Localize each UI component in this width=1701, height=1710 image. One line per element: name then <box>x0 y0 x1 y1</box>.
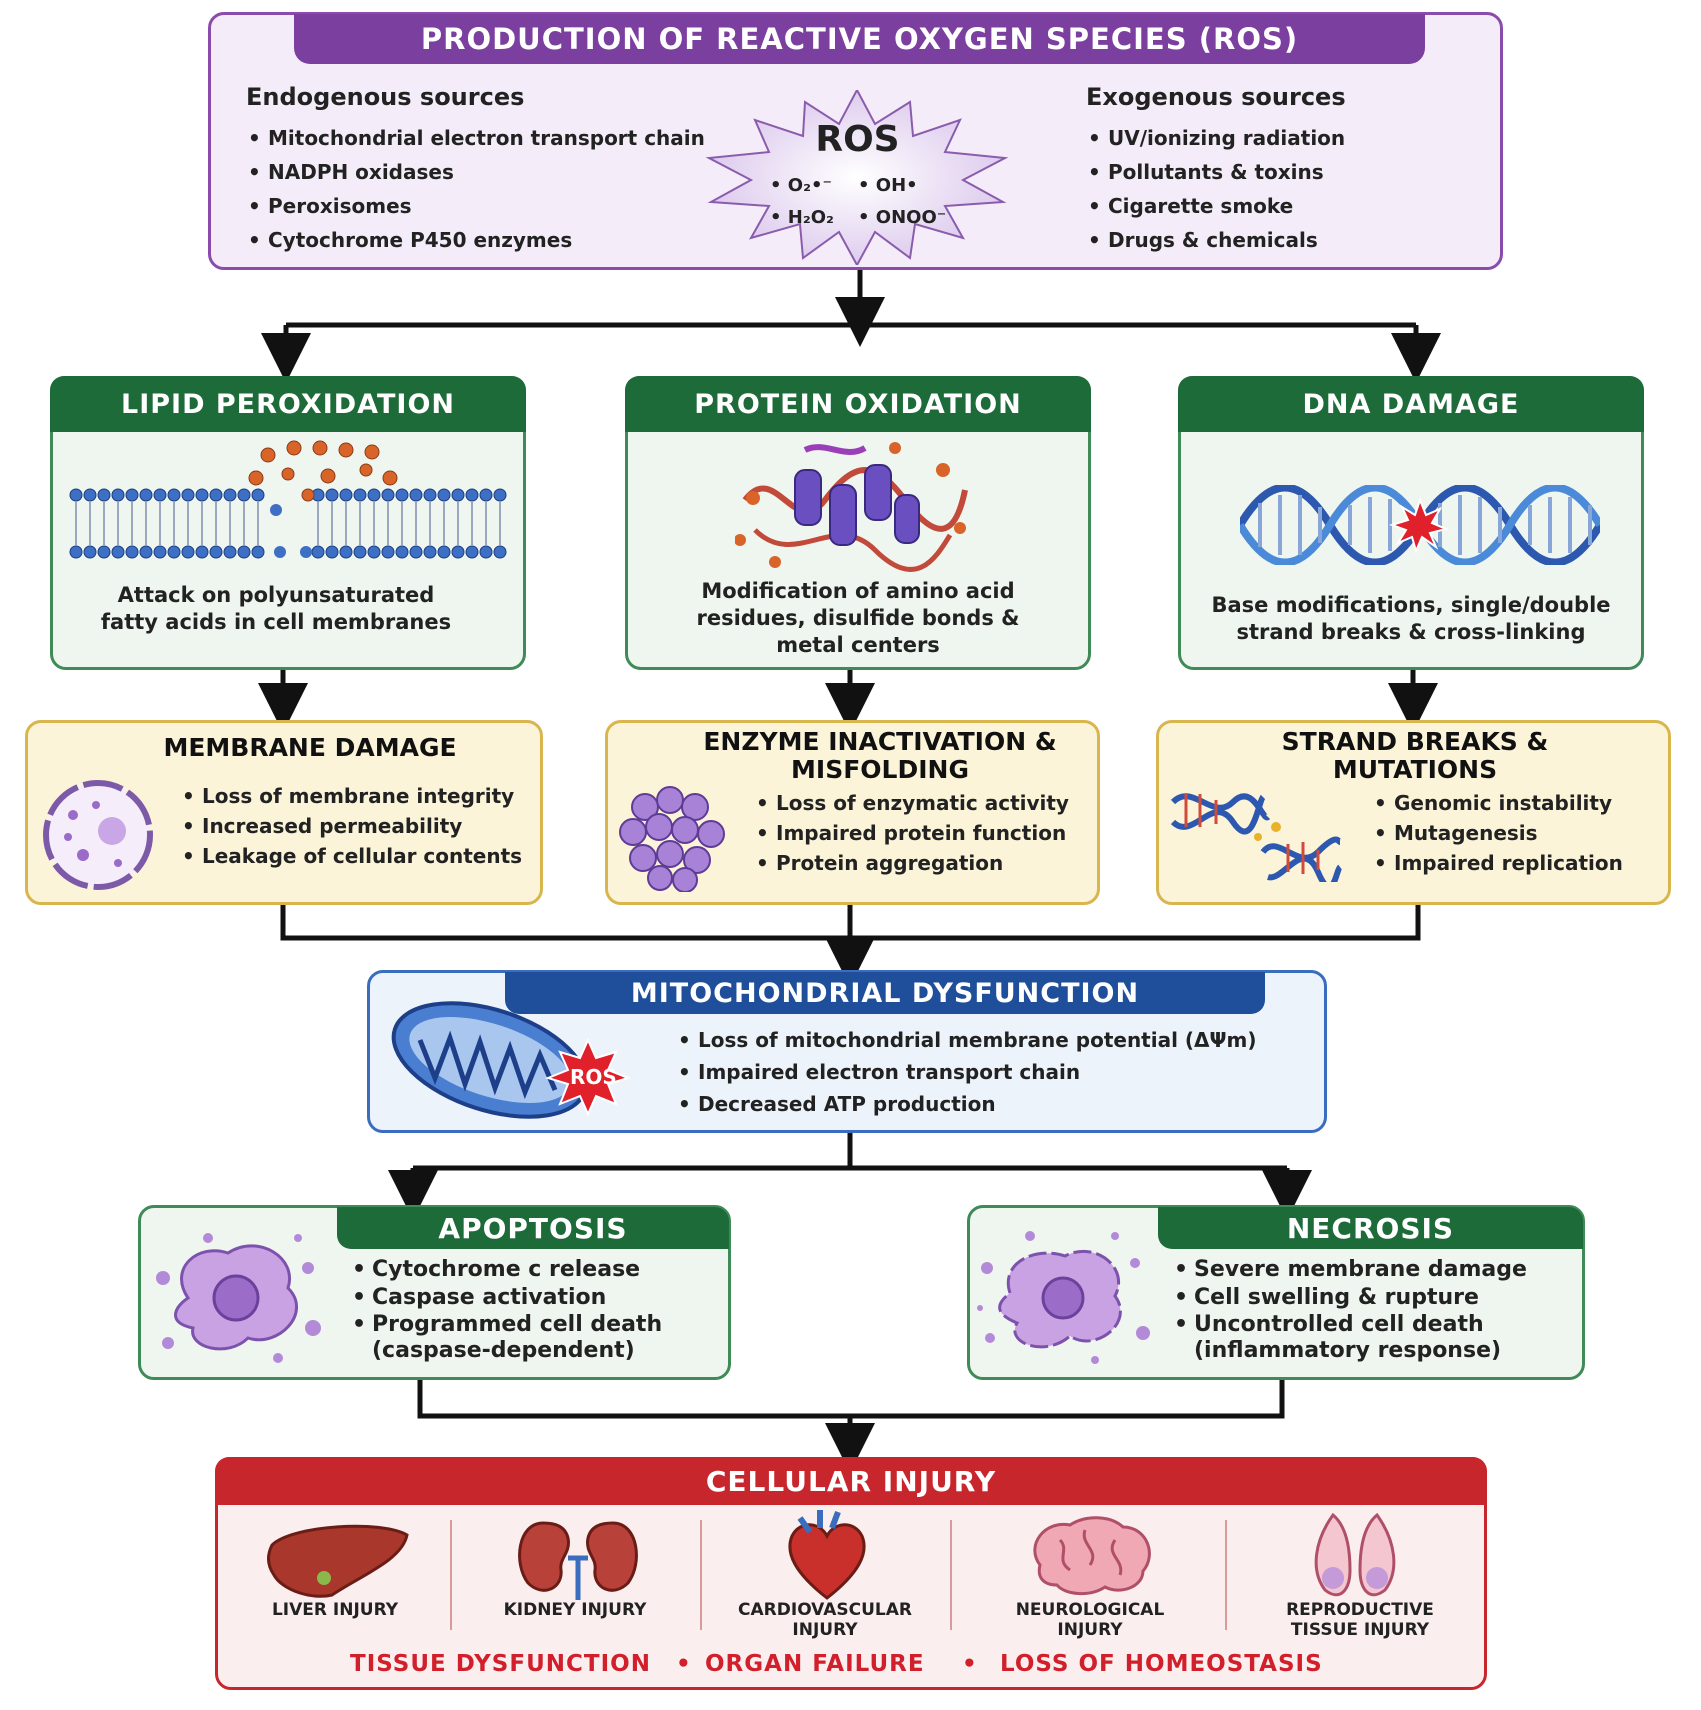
endogenous-title: Endogenous sources <box>246 83 525 111</box>
mito-ros-label: ROS <box>570 1065 617 1089</box>
liver-icon <box>267 1524 409 1598</box>
organ-divider <box>450 1520 452 1630</box>
list-item: Increased permeability <box>180 811 522 841</box>
outcome-organ-failure: ORGAN FAILURE <box>705 1651 925 1677</box>
list-item: Decreased ATP production <box>676 1088 1257 1120</box>
list-item: NADPH oxidases <box>246 157 705 187</box>
organ-divider <box>1225 1520 1227 1630</box>
list-item: Caspase activation <box>350 1284 690 1312</box>
brain-icon <box>1033 1516 1151 1595</box>
list-item: Programmed cell death (caspase-dependent… <box>350 1312 690 1364</box>
apoptosis-title: APOPTOSIS <box>337 1207 729 1249</box>
outcome-tissue-dysfunction: TISSUE DYSFUNCTION <box>350 1651 651 1677</box>
outcome-loss-of-homeostasis: LOSS OF HOMEOSTASIS <box>1000 1651 1323 1677</box>
list-item: Loss of mitochondrial membrane potential… <box>676 1024 1257 1056</box>
list-item: Cell swelling & rupture <box>1172 1284 1532 1312</box>
enzyme-inactivation-title: ENZYME INACTIVATION & MISFOLDING <box>703 727 1057 784</box>
list-item: Mitochondrial electron transport chain <box>246 123 705 153</box>
organ-label-kidney: KIDNEY INJURY <box>503 1600 647 1620</box>
ovary-icon <box>1314 1512 1396 1597</box>
list-item: Loss of membrane integrity <box>180 781 522 811</box>
protein-oxidation-title: PROTEIN OXIDATION <box>625 376 1091 432</box>
outcome-separator: • <box>962 1651 977 1677</box>
list-item: Drugs & chemicals <box>1086 225 1345 255</box>
list-item: Impaired replication <box>1372 848 1623 878</box>
list-item: Uncontrolled cell death (inflammatory re… <box>1172 1312 1532 1364</box>
lipid-bilayer-icon <box>69 440 507 559</box>
necrotic-cell-icon <box>977 1231 1150 1364</box>
necrosis-title: NECROSIS <box>1158 1207 1583 1249</box>
necrosis-list: Severe membrane damage Cell swelling & r… <box>1172 1256 1532 1364</box>
enzyme-inactivation-list: Loss of enzymatic activity Impaired prot… <box>754 788 1069 878</box>
organ-label-neurological: NEUROLOGICAL INJURY <box>1015 1600 1165 1640</box>
list-item: Pollutants & toxins <box>1086 157 1345 187</box>
list-item: Severe membrane damage <box>1172 1256 1532 1284</box>
organ-divider <box>700 1520 702 1630</box>
list-item: Cigarette smoke <box>1086 191 1345 221</box>
outcome-separator: • <box>676 1651 691 1677</box>
organ-divider <box>950 1520 952 1630</box>
list-item: Impaired electron transport chain <box>676 1056 1257 1088</box>
ros-burst-title: ROS <box>815 119 900 160</box>
species-oh: • OH• <box>858 175 918 196</box>
apoptosis-list: Cytochrome c release Caspase activation … <box>350 1256 690 1364</box>
protein-oxidation-caption: Modification of amino acid residues, dis… <box>696 579 1020 657</box>
species-h2o2: • H₂O₂ <box>770 207 834 228</box>
mitochondrial-dysfunction-title: MITOCHONDRIAL DYSFUNCTION <box>505 972 1265 1014</box>
organ-label-cardiovascular: CARDIOVASCULAR INJURY <box>738 1600 912 1640</box>
membrane-damage-title: MEMBRANE DAMAGE <box>163 733 457 762</box>
lipid-peroxidation-title: LIPID PEROXIDATION <box>50 376 526 432</box>
species-onoo: • ONOO⁻ <box>858 207 947 228</box>
strand-breaks-title: STRAND BREAKS & MUTATIONS <box>1281 727 1549 784</box>
membrane-damage-list: Loss of membrane integrity Increased per… <box>180 781 522 871</box>
dna-damage-caption: Base modifications, single/double strand… <box>1211 593 1611 644</box>
organ-label-reproductive: REPRODUCTIVE TISSUE INJURY <box>1286 1600 1434 1640</box>
list-item: Impaired protein function <box>754 818 1069 848</box>
list-item: Genomic instability <box>1372 788 1623 818</box>
apoptotic-cell-icon <box>156 1233 321 1363</box>
protein-aggregate-icon <box>619 786 725 892</box>
list-item: UV/ionizing radiation <box>1086 123 1345 153</box>
broken-dna-icon <box>1170 793 1343 882</box>
list-item: Peroxisomes <box>246 191 705 221</box>
list-item: Cytochrome P450 enzymes <box>246 225 705 255</box>
ros-production-title: PRODUCTION OF REACTIVE OXYGEN SPECIES (R… <box>294 14 1425 64</box>
damaged-cell-icon <box>43 780 153 890</box>
lipid-peroxidation-caption: Attack on polyunsaturated fatty acids in… <box>100 583 452 634</box>
list-item: Protein aggregation <box>754 848 1069 878</box>
endogenous-list: Mitochondrial electron transport chain N… <box>246 123 705 255</box>
strand-breaks-list: Genomic instability Mutagenesis Impaired… <box>1372 788 1623 878</box>
mitochondrial-dysfunction-list: Loss of mitochondrial membrane potential… <box>676 1024 1257 1120</box>
list-item: Mutagenesis <box>1372 818 1623 848</box>
list-item: Leakage of cellular contents <box>180 841 522 871</box>
kidney-icon <box>518 1521 638 1600</box>
dna-helix-icon <box>1240 485 1600 565</box>
protein-structure-icon <box>735 442 968 572</box>
mitochondrion-icon <box>391 1001 632 1119</box>
list-item: Cytochrome c release <box>350 1256 690 1284</box>
exogenous-title: Exogenous sources <box>1086 83 1346 111</box>
cellular-injury-title: CELLULAR INJURY <box>215 1457 1487 1505</box>
organ-label-liver: LIVER INJURY <box>271 1600 399 1620</box>
ros-burst-icon <box>705 90 1009 265</box>
dna-damage-title: DNA DAMAGE <box>1178 376 1644 432</box>
heart-icon <box>788 1510 866 1600</box>
species-o2: • O₂•⁻ <box>770 175 832 196</box>
exogenous-list: UV/ionizing radiation Pollutants & toxin… <box>1086 123 1345 255</box>
list-item: Loss of enzymatic activity <box>754 788 1069 818</box>
